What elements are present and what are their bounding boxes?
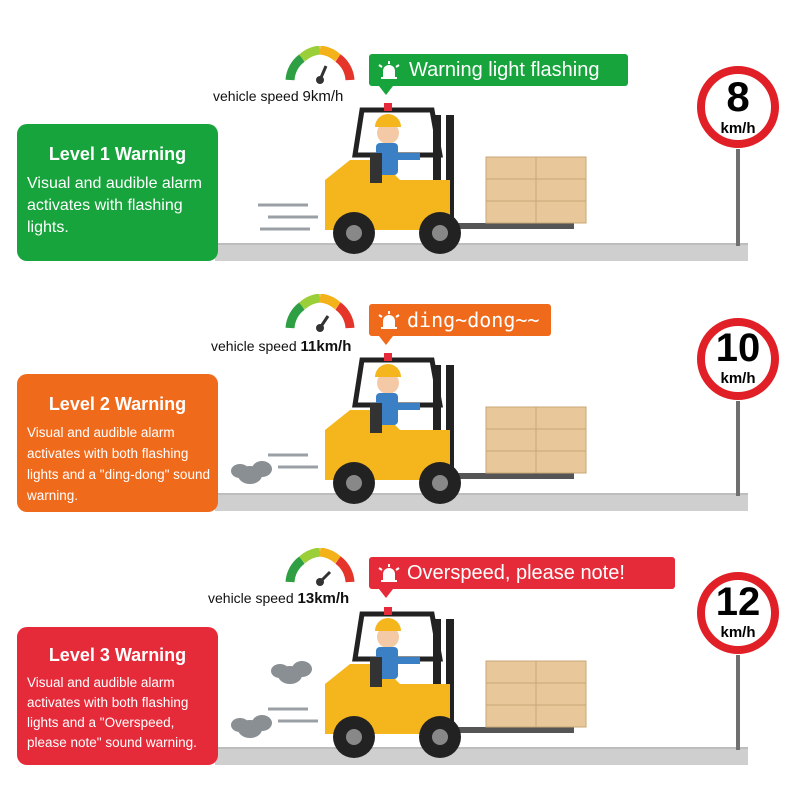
forklift-icon bbox=[258, 103, 587, 254]
level-description: Visual and audible alarm activates with … bbox=[27, 425, 210, 503]
warning-callout: ding~dong~~ bbox=[369, 304, 551, 345]
warning-panel-level-3: Level 3 Warning Visual and audible alarm… bbox=[0, 533, 800, 800]
sign-pole bbox=[736, 401, 740, 496]
speed-label: vehicle speed bbox=[208, 590, 298, 606]
speed-limit-sign-icon bbox=[697, 66, 779, 148]
speed-limit-number: 12 bbox=[715, 580, 761, 624]
speed-limit-sign: 12 km/h bbox=[696, 571, 780, 655]
speed-limit-sign-icon bbox=[697, 572, 779, 654]
callout-text: ding~dong~~ bbox=[407, 308, 540, 332]
speed-limit-unit: km/h bbox=[720, 120, 756, 137]
callout-text: Overspeed, please note! bbox=[407, 562, 625, 584]
speedometer-icon bbox=[285, 548, 355, 586]
warning-callout: Warning light flashing bbox=[369, 54, 628, 95]
speed-limit-number: 8 bbox=[726, 73, 750, 120]
warning-panel-level-2: Level 2 Warning Visual and audible alarm… bbox=[0, 267, 800, 534]
speed-limit-unit: km/h bbox=[720, 624, 756, 641]
siren-icon bbox=[377, 61, 401, 79]
speedometer bbox=[284, 294, 356, 334]
forklift-illustration bbox=[228, 599, 595, 764]
level-card: Level 2 Warning Visual and audible alarm… bbox=[17, 374, 218, 512]
callout-pointer bbox=[379, 336, 393, 345]
level-description: Visual and audible alarm activates with … bbox=[27, 175, 202, 236]
speed-value: 13km/h bbox=[297, 590, 350, 607]
road-edge bbox=[215, 747, 748, 749]
callout-text: Warning light flashing bbox=[409, 59, 600, 81]
speed-limit-unit: km/h bbox=[720, 370, 756, 387]
level-title: Level 1 Warning bbox=[48, 144, 187, 164]
forklift-illustration bbox=[250, 95, 595, 260]
speed-value: 9km/h bbox=[302, 88, 344, 105]
speedometer-icon bbox=[285, 294, 355, 332]
vehicle-speed-text: vehicle speed 9km/h bbox=[213, 88, 343, 105]
callout-pointer bbox=[379, 589, 393, 598]
speedometer-icon bbox=[285, 46, 355, 84]
sign-pole bbox=[736, 149, 740, 246]
siren-icon bbox=[377, 564, 401, 582]
siren-icon bbox=[377, 311, 401, 329]
sign-pole bbox=[736, 655, 740, 750]
forklift-icon bbox=[231, 607, 587, 758]
speed-label: vehicle speed bbox=[213, 88, 303, 104]
vehicle-speed-text: vehicle speed 11km/h bbox=[211, 338, 351, 355]
vehicle-speed-text: vehicle speed 13km/h bbox=[208, 590, 349, 607]
level-description: Visual and audible alarm activates with … bbox=[27, 675, 197, 750]
callout-pointer bbox=[379, 86, 393, 95]
level-title: Level 3 Warning bbox=[48, 645, 187, 665]
warning-panel-level-1: Level 1 Warning Visual and audible alarm… bbox=[0, 0, 800, 267]
speed-limit-number: 10 bbox=[715, 326, 761, 370]
warning-callout: Overspeed, please note! bbox=[369, 557, 675, 598]
level-card: Level 3 Warning Visual and audible alarm… bbox=[17, 627, 218, 765]
road-edge bbox=[215, 243, 748, 245]
speed-label: vehicle speed bbox=[211, 338, 301, 354]
speed-limit-sign-icon bbox=[697, 318, 779, 400]
level-card: Level 1 Warning Visual and audible alarm… bbox=[17, 124, 218, 261]
forklift-illustration bbox=[228, 345, 595, 510]
speed-value: 11km/h bbox=[300, 338, 352, 355]
road-edge bbox=[215, 493, 748, 495]
forklift-icon bbox=[231, 353, 587, 504]
speed-limit-sign: 8 km/h bbox=[696, 65, 780, 149]
speedometer bbox=[284, 548, 356, 588]
speed-limit-sign: 10 km/h bbox=[696, 317, 780, 401]
level-title: Level 2 Warning bbox=[48, 394, 187, 414]
speedometer bbox=[284, 46, 356, 86]
